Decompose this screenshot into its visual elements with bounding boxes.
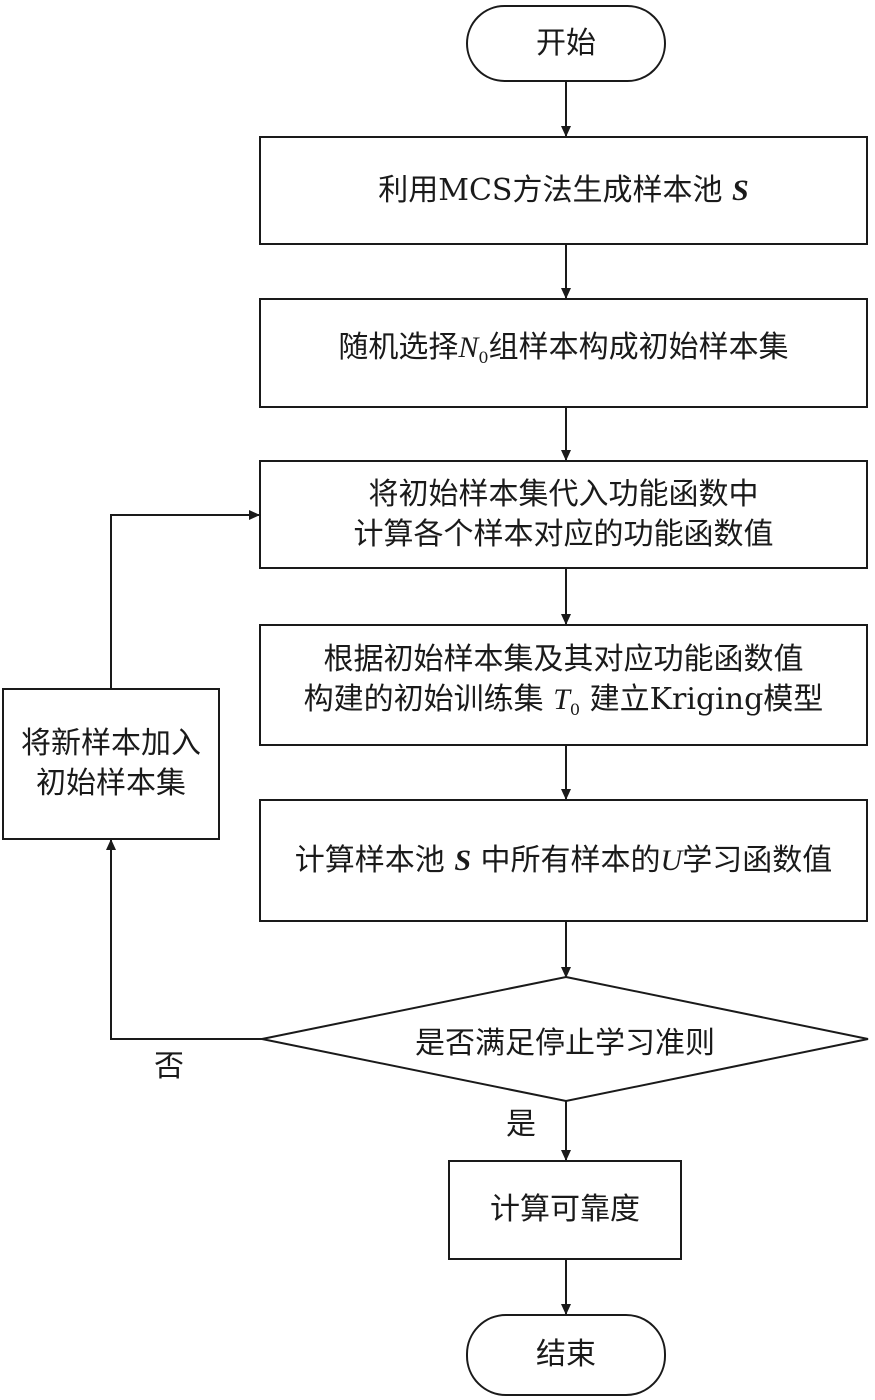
loop-line1: 将新样本加入 <box>21 726 201 761</box>
loop-line2: 初始样本集 <box>36 766 186 801</box>
end-label: 结束 <box>536 1337 596 1372</box>
decision-diamond <box>261 975 869 1103</box>
arrow-loop-to-step3 <box>110 510 260 688</box>
decision-label: 是否满足停止学习准则 <box>415 1026 715 1061</box>
step-compute-reliability: 计算可靠度 <box>448 1160 682 1260</box>
step-generate-sample-pool: 利用MCS方法生成样本池 S <box>259 136 868 245</box>
end-terminal: 结束 <box>466 1314 666 1396</box>
start-label: 开始 <box>536 25 596 61</box>
step-select-initial-samples: 随机选择N0组样本构成初始样本集 <box>259 298 868 408</box>
step1-text: 利用MCS方法生成样本池 S <box>378 172 749 208</box>
step5-text: 计算样本池 S 中所有样本的U学习函数值 <box>294 842 833 878</box>
no-branch-label: 否 <box>154 1049 184 1084</box>
step6-text: 计算可靠度 <box>490 1192 640 1227</box>
step-compute-u-learning-function: 计算样本池 S 中所有样本的U学习函数值 <box>259 799 868 922</box>
yes-branch-label: 是 <box>506 1107 536 1142</box>
step4-line2: 构建的初始训练集 T0 建立Kriging模型 <box>303 682 824 719</box>
loop-add-new-sample: 将新样本加入 初始样本集 <box>2 688 220 840</box>
arrow-decision-no-to-loop <box>106 839 262 1040</box>
step4-line1: 根据初始样本集及其对应功能函数值 <box>323 642 804 677</box>
step3-line2: 计算各个样本对应的功能函数值 <box>353 516 774 552</box>
step2-text: 随机选择N0组样本构成初始样本集 <box>338 330 789 367</box>
start-terminal: 开始 <box>466 5 666 82</box>
step-build-kriging-model: 根据初始样本集及其对应功能函数值 构建的初始训练集 T0 建立Kriging模型 <box>259 624 868 746</box>
step3-line1: 将初始样本集代入功能函数中 <box>368 476 759 512</box>
step-evaluate-performance-function: 将初始样本集代入功能函数中 计算各个样本对应的功能函数值 <box>259 460 868 569</box>
